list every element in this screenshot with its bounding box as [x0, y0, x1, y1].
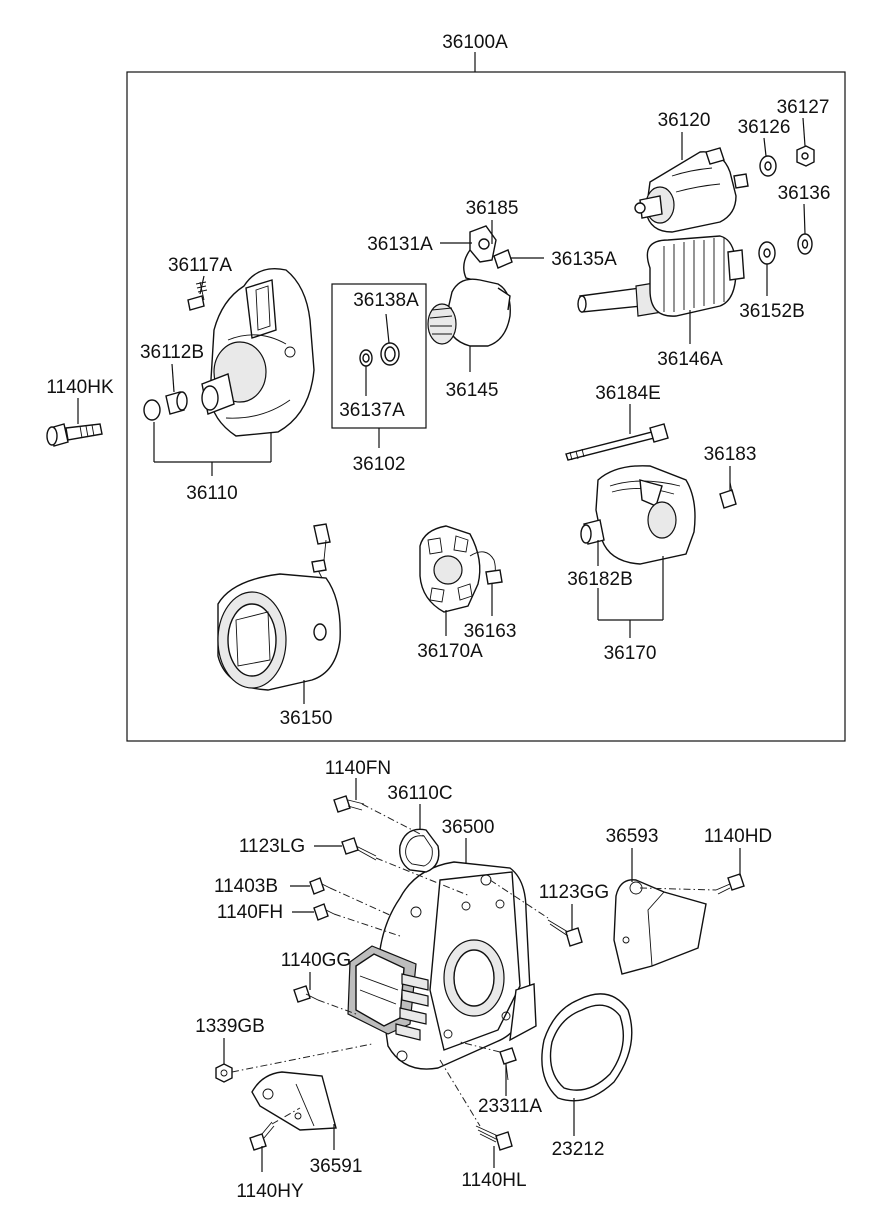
label-1123GG: 1123GG	[539, 882, 609, 903]
bolt-1140HK	[46, 423, 103, 447]
connector-block	[347, 945, 429, 1041]
nut-1339GB	[215, 1063, 233, 1083]
label-36110: 36110	[186, 483, 237, 504]
leader-36126	[763, 137, 767, 157]
label-1123LG: 1123LG	[239, 836, 305, 857]
washer-36136	[797, 233, 813, 255]
label-36102: 36102	[353, 454, 406, 475]
label-36185: 36185	[466, 198, 519, 219]
label-36120: 36120	[658, 110, 711, 131]
label-36591: 36591	[310, 1156, 363, 1177]
label-36135A: 36135A	[551, 249, 617, 270]
rear-cover-36170	[580, 465, 696, 565]
bracket-36593	[613, 879, 707, 975]
label-36184E: 36184E	[595, 383, 661, 404]
gasket-36110C	[399, 828, 440, 873]
label-36170A: 36170A	[417, 641, 483, 662]
label-36110C: 36110C	[387, 783, 452, 804]
starter-assembly-frame	[126, 71, 846, 742]
label-36182B: 36182B	[567, 569, 633, 590]
washer-36152B	[758, 241, 776, 265]
bolt-1140GG	[293, 985, 319, 1003]
yoke-36150	[217, 523, 341, 691]
bolt-1123LG	[341, 837, 377, 861]
brush-holder-36170A	[419, 525, 503, 613]
label-1140FH: 1140FH	[217, 902, 283, 923]
ring-gear-23212	[541, 993, 633, 1102]
label-36145: 36145	[446, 380, 499, 401]
label-36131A: 36131A	[367, 234, 433, 255]
label-1140FN: 1140FN	[325, 758, 391, 779]
armature-36146A	[577, 235, 745, 317]
screw-1140HD	[715, 873, 745, 895]
label-36117A: 36117A	[168, 255, 232, 276]
leader-36112B	[171, 363, 175, 393]
bolt-1140FN	[333, 795, 365, 813]
assembly-guides	[231, 803, 717, 1127]
label-1140HL: 1140HL	[461, 1170, 526, 1191]
label-36150: 36150	[280, 708, 333, 729]
label-36183: 36183	[704, 444, 757, 465]
label-36138A: 36138A	[353, 290, 419, 311]
label-36146A: 36146A	[657, 349, 723, 370]
leader-36136	[803, 203, 806, 235]
bolt-11403B	[309, 877, 331, 895]
leader-36127	[802, 117, 806, 147]
label-23212: 23212	[552, 1139, 605, 1160]
bracket-36591	[251, 1071, 337, 1131]
label-1140HY: 1140HY	[236, 1181, 304, 1202]
bolt-1140HL	[475, 1125, 513, 1151]
label-36170: 36170	[604, 643, 657, 664]
lever-36131A	[463, 225, 513, 281]
clutch-pinion-36145	[427, 278, 511, 347]
washer-36126	[759, 155, 777, 177]
label-23311A: 23311A	[478, 1096, 542, 1117]
ring-36137A	[359, 349, 373, 367]
label-1339GB: 1339GB	[195, 1016, 265, 1037]
label-36100A: 36100A	[442, 32, 508, 53]
bushing-36112B	[143, 391, 188, 421]
label-36152B: 36152B	[739, 301, 805, 322]
bolt-1123GG	[547, 919, 583, 947]
label-36593: 36593	[606, 826, 659, 847]
label-36112B: 36112B	[140, 342, 204, 363]
leader-36117A	[199, 275, 205, 295]
label-36126: 36126	[738, 117, 791, 138]
bolt-1140FH	[313, 903, 335, 921]
screw-36183	[719, 481, 737, 509]
label-36136: 36136	[778, 183, 831, 204]
connector-pins	[395, 973, 429, 1041]
label-11403B: 11403B	[214, 876, 278, 897]
label-1140HK: 1140HK	[46, 377, 114, 398]
label-36137A: 36137A	[339, 400, 405, 421]
ring-36138A	[380, 342, 400, 366]
screw-36117A	[187, 281, 208, 311]
leader-36138A	[385, 313, 390, 344]
label-1140HD: 1140HD	[704, 826, 772, 847]
solenoid-36120	[634, 147, 749, 233]
label-36127: 36127	[777, 97, 830, 118]
bolt-23311A	[499, 1047, 517, 1081]
label-36500: 36500	[442, 817, 495, 838]
through-bolt-36184E	[565, 423, 669, 461]
label-1140GG: 1140GG	[281, 950, 351, 971]
bolt-1140HY	[249, 1121, 275, 1151]
label-36163: 36163	[464, 621, 517, 642]
nut-36127	[796, 145, 815, 167]
housing-36110	[201, 268, 315, 437]
